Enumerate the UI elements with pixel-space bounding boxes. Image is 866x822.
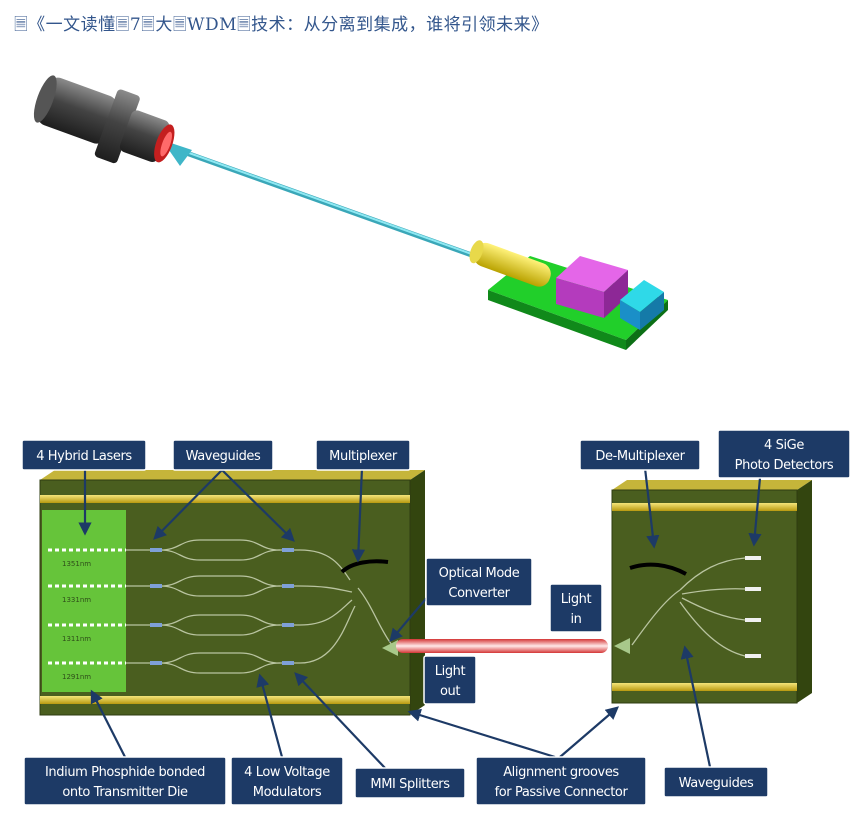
optical-module-illustration bbox=[33, 75, 668, 350]
svg-text:4 SiGe: 4 SiGe bbox=[764, 438, 804, 453]
label-indium-phosphide: Indium Phosphide bonded onto Transmitter… bbox=[23, 756, 227, 806]
receiver-waveguides bbox=[631, 557, 746, 657]
svg-text:Light: Light bbox=[435, 664, 466, 679]
label-light-in: Light in bbox=[549, 583, 603, 633]
yellow-ferrule bbox=[469, 240, 551, 287]
label-alignment-grooves: Alignment grooves for Passive Connector bbox=[475, 756, 647, 806]
modulator-blocks bbox=[150, 548, 294, 665]
fiber-connector bbox=[33, 75, 175, 164]
label-light-out: Light out bbox=[423, 655, 477, 705]
receiver-chip bbox=[611, 480, 812, 704]
svg-text:in: in bbox=[570, 612, 581, 627]
laser-rows: 1351nm 1331nm 1311nm 1291nm bbox=[48, 548, 126, 681]
label-demultiplexer: De-Multiplexer bbox=[579, 439, 701, 471]
label-photo-detectors: 4 SiGe Photo Detectors bbox=[717, 429, 851, 479]
svg-text:Multiplexer: Multiplexer bbox=[329, 449, 398, 464]
label-hybrid-lasers: 4 Hybrid Lasers bbox=[21, 439, 147, 471]
purple-chip bbox=[556, 256, 628, 292]
svg-text:Waveguides: Waveguides bbox=[186, 449, 261, 464]
svg-text:MMI Splitters: MMI Splitters bbox=[370, 777, 450, 792]
svg-text:for Passive Connector: for Passive Connector bbox=[495, 785, 629, 800]
demultiplexer-element bbox=[629, 562, 687, 576]
page-title: 🗏《一文读懂🗏7🗏大🗏WDM🗏技术：从分离到集成，谁将引领未来》 bbox=[14, 15, 549, 35]
wavelength-label: 1311nm bbox=[62, 635, 91, 643]
cyan-block bbox=[620, 280, 664, 312]
svg-text:Converter: Converter bbox=[448, 586, 510, 601]
svg-text:4 Hybrid Lasers: 4 Hybrid Lasers bbox=[36, 449, 132, 464]
light-beam bbox=[396, 639, 608, 653]
svg-text:4 Low Voltage: 4 Low Voltage bbox=[244, 765, 330, 780]
label-optical-mode-converter: Optical Mode Converter bbox=[425, 557, 533, 607]
wavelength-label: 1291nm bbox=[62, 673, 91, 681]
svg-text:out: out bbox=[440, 684, 460, 699]
photo-detector-array bbox=[745, 556, 761, 658]
svg-text:onto Transmitter Die: onto Transmitter Die bbox=[62, 785, 188, 800]
label-multiplexer: Multiplexer bbox=[315, 439, 411, 471]
svg-text:Optical Mode: Optical Mode bbox=[439, 566, 520, 581]
label-waveguides-top: Waveguides bbox=[172, 439, 274, 471]
svg-text:Indium Phosphide bonded: Indium Phosphide bonded bbox=[45, 765, 205, 780]
wavelength-label: 1331nm bbox=[62, 596, 91, 604]
label-waveguides-bottom: Waveguides bbox=[663, 766, 769, 798]
svg-text:Light: Light bbox=[561, 592, 592, 607]
svg-text:De-Multiplexer: De-Multiplexer bbox=[595, 449, 685, 464]
svg-text:Modulators: Modulators bbox=[253, 785, 322, 800]
wavelength-label: 1351nm bbox=[62, 560, 91, 568]
mode-converter bbox=[382, 640, 398, 656]
label-mmi-splitters: MMI Splitters bbox=[354, 767, 466, 799]
svg-text:Alignment grooves: Alignment grooves bbox=[503, 765, 619, 780]
transmitter-chip: 1351nm 1331nm 1311nm 1291nm bbox=[39, 470, 425, 716]
waveguide-paths bbox=[126, 539, 393, 674]
top-rail bbox=[40, 495, 410, 503]
bottom-rail bbox=[40, 696, 410, 704]
label-low-voltage-modulators: 4 Low Voltage Modulators bbox=[230, 756, 344, 806]
svg-text:Photo Detectors: Photo Detectors bbox=[735, 458, 834, 473]
svg-text:Waveguides: Waveguides bbox=[679, 776, 754, 791]
callout-arrows bbox=[78, 467, 762, 769]
